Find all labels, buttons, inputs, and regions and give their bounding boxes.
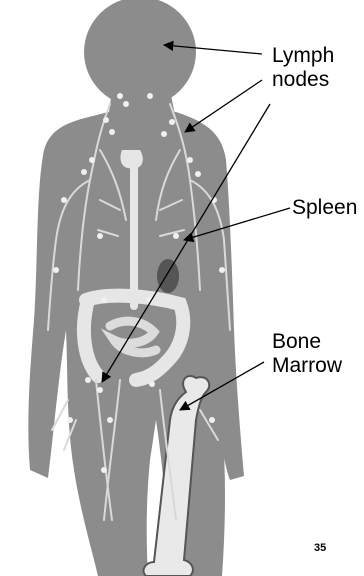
spleen-label: Spleen [292,196,357,220]
lymph-node [219,267,225,273]
lymph-node [107,417,113,423]
bone-marrow-label-line-1: Bone [272,330,342,354]
lymph-node [173,233,179,239]
lymph-node [67,417,73,423]
lymph-nodes-label-line-2: nodes [272,68,334,92]
lymph-node [147,93,153,99]
lymph-node [89,157,95,163]
lymph-nodes-label: Lymph nodes [272,44,334,92]
lymph-node [195,171,201,177]
lymph-node [101,467,107,473]
lymph-node [123,101,129,107]
bone-marrow-label: Bone Marrow [272,330,342,378]
lymph-nodes-label-line-1: Lymph [272,44,334,68]
page-number: 35 [314,542,326,554]
lymph-node [103,117,109,123]
lymph-node [81,169,87,175]
lymph-node [85,377,91,383]
lymph-node [97,387,103,393]
spleen-organ [157,259,179,293]
lymph-node [109,129,115,135]
lymph-node [61,197,67,203]
thoracic-duct [130,160,138,310]
lymph-node [117,93,123,99]
lymph-node [209,417,215,423]
lymph-node [161,131,167,137]
arrow-lymph-nodes-shoulder [185,80,262,132]
lymph-node [149,381,155,387]
lymph-node [101,297,107,303]
bone-marrow-label-line-2: Marrow [272,354,342,378]
lymph-node [53,267,59,273]
lymph-node [97,233,103,239]
lymph-node [169,119,175,125]
lymph-node [187,157,193,163]
